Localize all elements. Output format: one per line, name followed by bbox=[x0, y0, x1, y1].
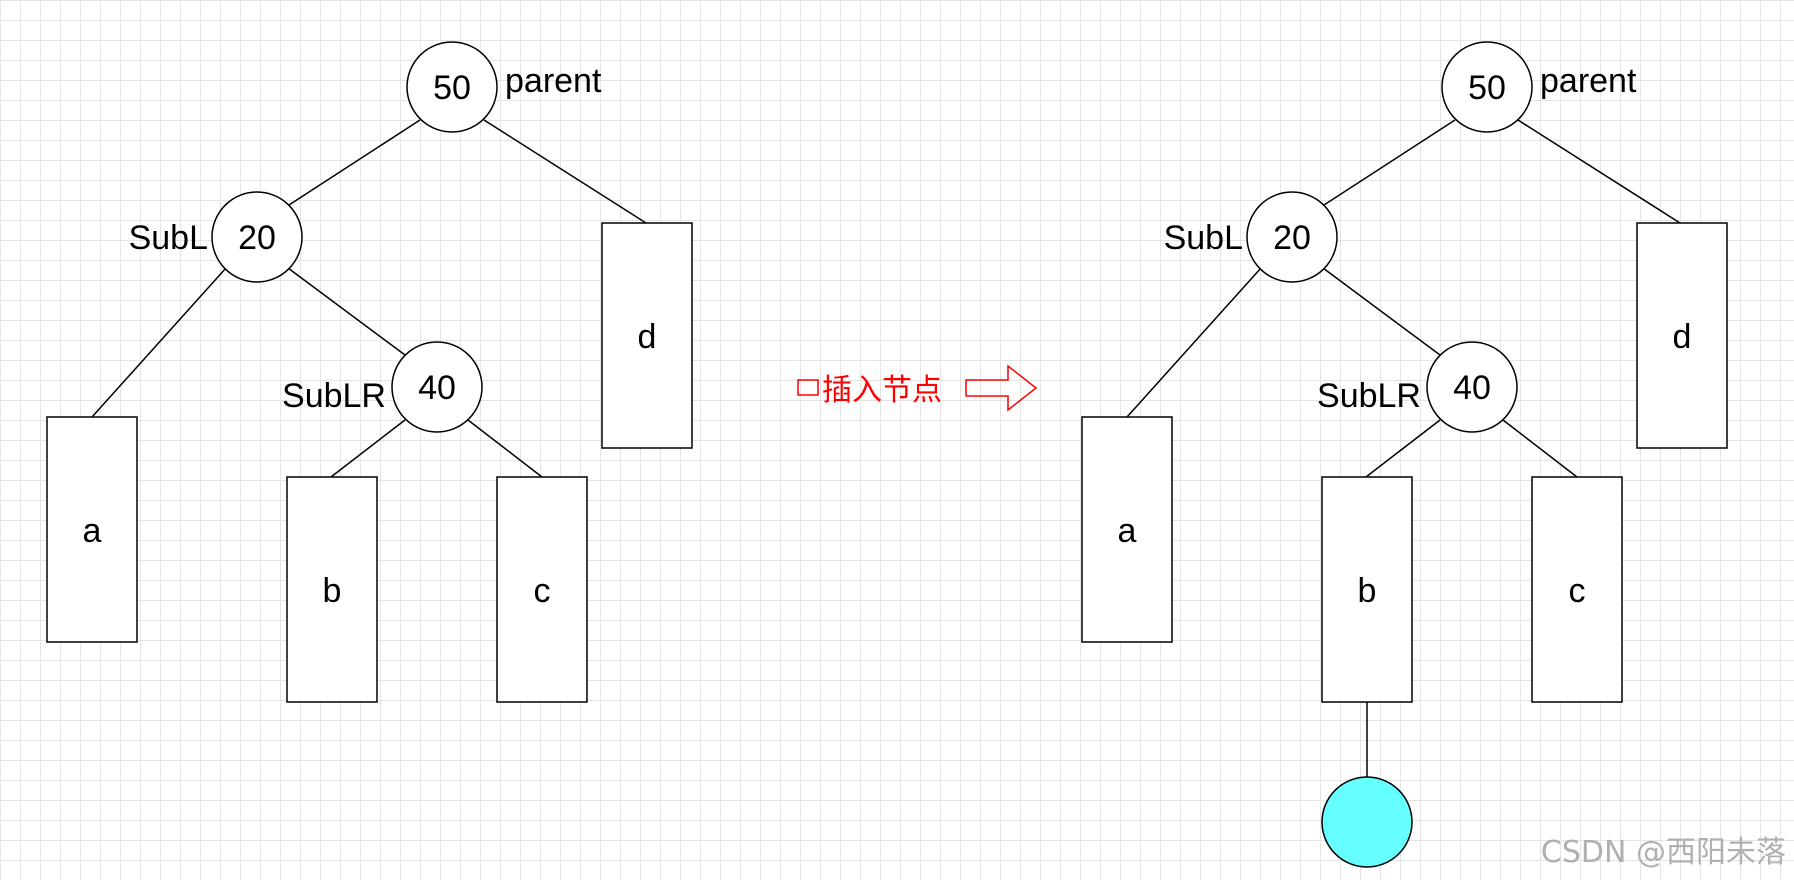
subl-label: SubL bbox=[129, 219, 208, 257]
edge-50-d bbox=[483, 119, 647, 224]
subtree-label: a bbox=[83, 512, 102, 550]
subtree-label: c bbox=[534, 572, 551, 610]
subtree-d: d bbox=[1636, 222, 1728, 449]
node-value: 50 bbox=[433, 69, 471, 107]
arrow-tail bbox=[797, 379, 819, 396]
edge-20-40 bbox=[1322, 267, 1441, 356]
after-tree: 50 parent 20 SubL 40 SubLR a b c bbox=[1081, 41, 1728, 868]
subtree-box bbox=[1081, 416, 1173, 643]
node-circle bbox=[1441, 41, 1533, 133]
subtree-box bbox=[496, 476, 588, 703]
transition-label: 插入节点 bbox=[822, 373, 942, 408]
node-circle bbox=[1246, 191, 1338, 283]
node-circle bbox=[406, 41, 498, 133]
subtree-label: a bbox=[1118, 512, 1137, 550]
subtree-label: b bbox=[323, 572, 342, 610]
watermark: CSDN @西阳未落 bbox=[1541, 835, 1786, 870]
tree-node-50: 50 bbox=[1441, 41, 1533, 133]
edge-50-d bbox=[1517, 119, 1681, 224]
subtree-b: b bbox=[1321, 476, 1413, 703]
node-value: 40 bbox=[1453, 369, 1491, 407]
subtree-a: a bbox=[1081, 416, 1173, 643]
edge-40-c bbox=[467, 419, 543, 478]
subtree-box bbox=[1636, 222, 1728, 449]
sublr-label: SubLR bbox=[1317, 377, 1421, 415]
parent-label: parent bbox=[505, 62, 602, 100]
parent-label: parent bbox=[1540, 62, 1637, 100]
node-value: 50 bbox=[1468, 69, 1506, 107]
before-tree: 50 parent 20 SubL 40 SubLR a b c bbox=[46, 41, 693, 703]
tree-node-50: 50 bbox=[406, 41, 498, 133]
tree-node-40: 40 bbox=[1426, 341, 1518, 433]
node-value: 20 bbox=[1273, 219, 1311, 257]
subtree-box bbox=[1321, 476, 1413, 703]
node-circle bbox=[211, 191, 303, 283]
node-circle bbox=[1426, 341, 1518, 433]
subtree-a: a bbox=[46, 416, 138, 643]
edge-40-b bbox=[1365, 419, 1441, 478]
subtree-label: c bbox=[1569, 572, 1586, 610]
subtree-box bbox=[1531, 476, 1623, 703]
subtree-label: b bbox=[1358, 572, 1377, 610]
tree-node-40: 40 bbox=[391, 341, 483, 433]
transition-arrow: 插入节点 bbox=[797, 364, 1038, 412]
subtree-box bbox=[601, 222, 693, 449]
node-value: 20 bbox=[238, 219, 276, 257]
edge-40-b bbox=[330, 419, 406, 478]
edge-40-c bbox=[1502, 419, 1578, 478]
edge-20-a bbox=[91, 267, 227, 418]
subtree-box bbox=[286, 476, 378, 703]
subtree-b: b bbox=[286, 476, 378, 703]
node-circle bbox=[391, 341, 483, 433]
subtree-d: d bbox=[601, 222, 693, 449]
subtree-label: d bbox=[1673, 318, 1692, 356]
subtree-c: c bbox=[1531, 476, 1623, 703]
subtree-box bbox=[46, 416, 138, 643]
edge-50-20 bbox=[288, 119, 421, 206]
subtree-label: d bbox=[638, 318, 657, 356]
sublr-label: SubLR bbox=[282, 377, 386, 415]
arrow-head-icon bbox=[965, 364, 1038, 412]
tree-node-20: 20 bbox=[211, 191, 303, 283]
tree-node-20: 20 bbox=[1246, 191, 1338, 283]
inserted-node bbox=[1321, 776, 1413, 868]
node-value: 40 bbox=[418, 369, 456, 407]
subtree-c: c bbox=[496, 476, 588, 703]
edge-20-a bbox=[1126, 267, 1262, 418]
edge-20-40 bbox=[287, 267, 406, 356]
edge-50-20 bbox=[1323, 119, 1456, 206]
subl-label: SubL bbox=[1164, 219, 1243, 257]
